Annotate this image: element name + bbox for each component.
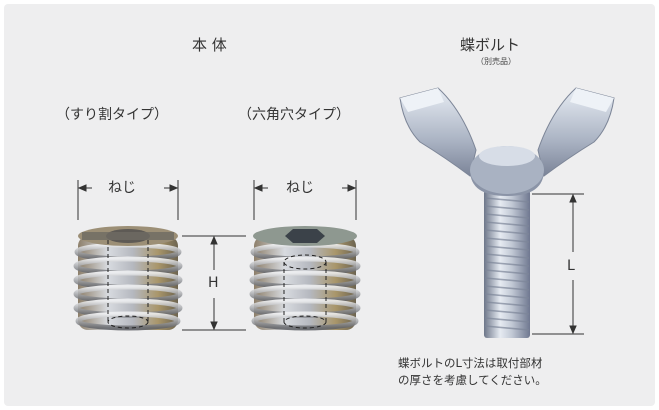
wing-bolt-note-line1: 蝶ボルトのL寸法は取付部材: [398, 356, 543, 370]
thread-label-slotted: ねじ: [108, 180, 136, 196]
length-dimension-label: L: [567, 258, 575, 274]
dimension-lines: [77, 180, 584, 335]
height-dimension-label: H: [208, 275, 219, 291]
diagram-panel: [4, 4, 655, 406]
hex-type-label: （六角穴タイプ）: [238, 107, 350, 123]
wing-bolt-title: 蝶ボルト: [460, 36, 521, 54]
main-body-title: 本 体: [192, 36, 227, 54]
wing-bolt-note-line2: の厚さを考慮してください。: [398, 373, 547, 387]
slotted-type-label: （すり割タイプ）: [56, 107, 168, 123]
hex-insert-hidden-lines: [283, 254, 327, 329]
hex-insert-threads: [249, 242, 361, 331]
wing-bolt-threads: [484, 197, 530, 331]
slotted-insert: [73, 226, 183, 331]
wing-bolt-subtitle: （別売品）: [476, 57, 516, 66]
slotted-insert-hidden-lines: [107, 240, 149, 329]
thread-label-hex: ねじ: [286, 180, 314, 196]
wing-bolt-illustration: [399, 87, 615, 338]
hex-insert: [249, 226, 361, 331]
